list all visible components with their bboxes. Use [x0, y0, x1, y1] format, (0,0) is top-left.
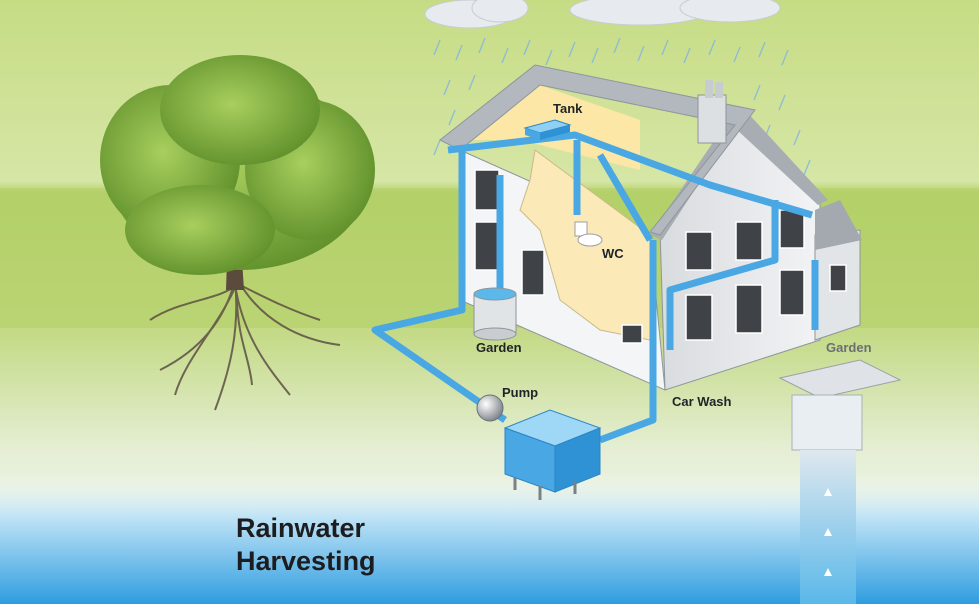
cloud-icon: [424, 0, 781, 29]
drain-shaft-icon: [778, 359, 902, 604]
garden-water-butt-icon: [473, 287, 517, 341]
title-line-2: Harvesting: [236, 546, 376, 576]
pump-label: Pump: [502, 385, 539, 400]
tree-roots: [149, 279, 341, 411]
water-pipes: [371, 131, 819, 444]
wc-label: WC: [602, 246, 624, 261]
title-line-1: Rainwater: [236, 513, 366, 543]
house-windows: [474, 169, 847, 344]
garden-left-label: Garden: [476, 340, 522, 355]
chimney-pot: [705, 80, 713, 98]
wc-icon: [574, 221, 603, 247]
right-gable-roof: [650, 110, 828, 240]
main-roof: [439, 64, 756, 236]
garden-right-label: Garden: [826, 340, 872, 355]
pump-icon: [476, 394, 504, 422]
tree-icon: [100, 55, 375, 275]
extension-roof: [815, 200, 862, 250]
car-wash-label: Car Wash: [672, 394, 732, 409]
storage-tank-icon: [503, 409, 602, 500]
chimney: [697, 94, 727, 144]
tank-label: Tank: [553, 101, 583, 116]
tank-icon: [523, 119, 572, 140]
page-title: Rainwater Harvesting: [236, 512, 376, 578]
chimney-pot: [715, 82, 723, 98]
